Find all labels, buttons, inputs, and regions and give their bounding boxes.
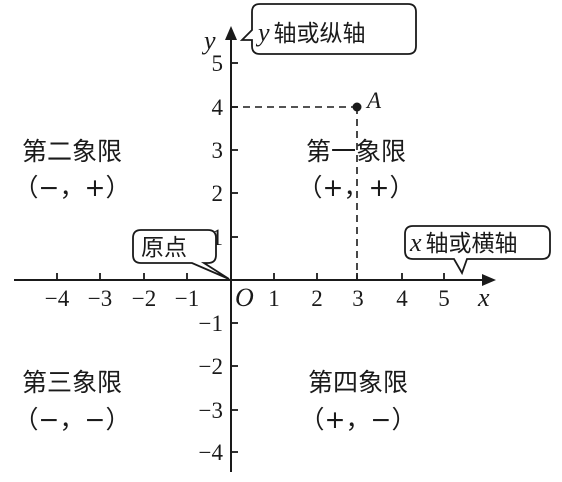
point-a-label: A: [365, 88, 382, 113]
y-axis-arrow: [225, 26, 237, 40]
x-tick-label: 5: [438, 286, 450, 311]
x-axis-ticks: [56, 273, 445, 280]
quadrant-fourth: 第四象限 （+，−）: [300, 368, 417, 434]
quadrant-second-signs: （−，+）: [14, 173, 131, 202]
y-tick-label: −1: [199, 311, 223, 336]
y-tick-label: −4: [199, 440, 224, 465]
quadrant-second-name: 第二象限: [22, 137, 122, 166]
y-axis-callout-letter: y: [255, 18, 270, 47]
x-tick-label: 4: [396, 286, 408, 311]
y-tick-label: 1: [212, 225, 224, 250]
y-axis-callout: y 轴或纵轴: [239, 3, 417, 55]
x-axis-callout-letter: x: [409, 228, 422, 257]
y-tick-label: 2: [212, 181, 224, 206]
origin-callout: 原点: [132, 229, 230, 280]
x-tick-label: −3: [88, 286, 112, 311]
quadrant-first-signs: （+，+）: [298, 173, 415, 202]
quadrant-third-signs: （−，−）: [14, 405, 131, 434]
point-a-marker: [352, 102, 362, 112]
quadrant-second: 第二象限 （−，+）: [14, 137, 131, 202]
y-tick-label: 3: [212, 138, 224, 163]
quadrant-first-name: 第一象限: [306, 137, 406, 166]
x-axis-callout: x 轴或横轴: [404, 225, 551, 276]
x-axis-callout-words: 轴或横轴: [426, 231, 518, 257]
origin-callout-text: 原点: [141, 235, 187, 261]
x-tick-label: −2: [132, 286, 156, 311]
x-tick-label: −4: [45, 286, 70, 311]
quadrant-third-name: 第三象限: [22, 368, 122, 397]
y-axis-callout-words: 轴或纵轴: [274, 21, 366, 47]
x-tick-label: 2: [311, 286, 323, 311]
x-axis-arrow: [482, 274, 496, 286]
x-tick-label: 3: [352, 286, 364, 311]
x-axis-callout-text: x 轴或横轴: [409, 228, 518, 257]
y-tick-label: −3: [199, 398, 223, 423]
y-axis-callout-text: y 轴或纵轴: [255, 18, 366, 47]
y-axis-ticks: [231, 62, 238, 453]
x-axis-label: x: [477, 283, 490, 312]
x-tick-label: 1: [268, 286, 280, 311]
quadrant-third: 第三象限 （−，−）: [14, 368, 131, 434]
y-tick-label: −2: [199, 354, 223, 379]
y-axis-label: y: [201, 26, 216, 55]
y-tick-label: 5: [212, 51, 224, 76]
y-tick-label: 4: [212, 95, 224, 120]
x-tick-label: −1: [175, 286, 199, 311]
origin-label: O: [235, 283, 254, 312]
quadrant-first: 第一象限 （+，+）: [298, 137, 415, 202]
quadrant-fourth-signs: （+，−）: [300, 405, 417, 434]
quadrant-fourth-name: 第四象限: [308, 368, 408, 397]
